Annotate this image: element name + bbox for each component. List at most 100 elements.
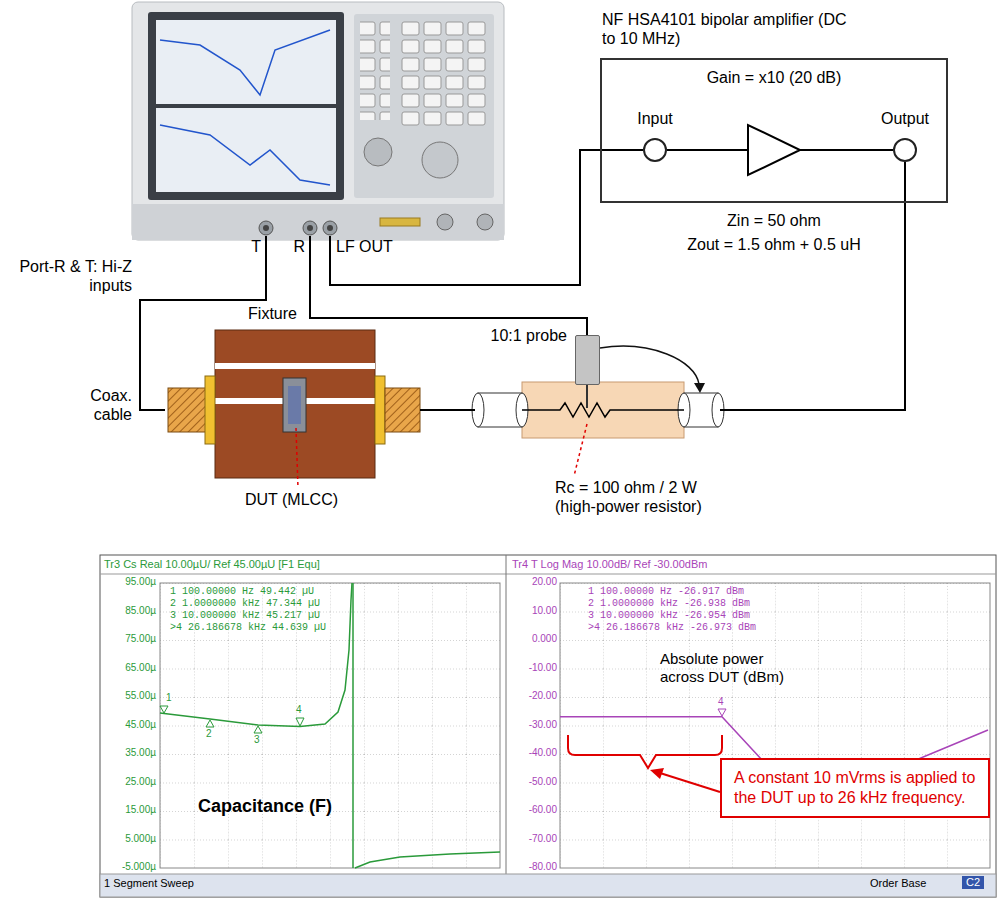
chart-caption: Absolute power across DUT (dBm) <box>660 650 800 686</box>
gain-text: Gain = x10 (20 dB) <box>602 68 946 87</box>
analyzer-screen <box>560 583 990 868</box>
network-analyzer <box>364 138 392 166</box>
network-analyzer <box>380 218 420 226</box>
network-analyzer <box>477 214 493 230</box>
coax-cable <box>420 409 475 411</box>
analyzer-screen <box>355 852 500 868</box>
analyzer-screen <box>352 583 354 868</box>
resistor-fixture-drawing <box>600 346 699 384</box>
test-fixture-drawing <box>215 363 375 369</box>
network-analyzer <box>132 2 504 240</box>
axis-value: -10.00 <box>505 662 557 674</box>
resistor-fixture-drawing <box>694 383 705 393</box>
axis-value: -70.00 <box>505 833 557 845</box>
resistor-fixture-drawing <box>586 385 588 408</box>
network-analyzer <box>303 221 317 235</box>
network-analyzer <box>323 221 337 235</box>
port-label: R <box>293 237 305 256</box>
chart-caption: Capacitance (F) <box>198 795 398 817</box>
status-badge: C2 <box>962 876 984 889</box>
axis-value: -5.000µ <box>100 861 156 873</box>
network-analyzer <box>422 142 458 178</box>
axis-value: 5.000µ <box>100 833 156 845</box>
axis-value: -80.00 <box>505 861 557 873</box>
test-fixture-drawing <box>296 428 298 488</box>
marker-readout: >4 26.186678 kHz -26.973 dBm <box>588 622 808 634</box>
status-text: 1 Segment Sweep <box>104 877 304 890</box>
analyzer-screen <box>660 773 720 792</box>
test-fixture-drawing <box>168 330 420 488</box>
test-fixture-drawing <box>375 376 385 444</box>
test-fixture-drawing <box>283 378 306 432</box>
axis-value: 85.00µ <box>100 605 156 617</box>
port-connector: R <box>302 220 318 236</box>
callout-box: A constant 10 mVrms is applied to the DU… <box>720 758 990 818</box>
resistor-fixture-drawing <box>574 424 587 476</box>
marker-readout: >4 26.186678 kHz 44.639 µU <box>170 622 370 634</box>
axis-value: 20.00 <box>505 576 557 588</box>
probe-body: 10:1 probe <box>575 335 600 385</box>
analyzer-screen <box>160 706 168 713</box>
port-label: LF OUT <box>336 237 393 256</box>
axis-value: -60.00 <box>505 804 557 816</box>
jack-label: Input <box>637 109 673 128</box>
port-label: T <box>251 237 261 256</box>
network-analyzer <box>148 12 344 200</box>
axis-value: 35.00µ <box>100 747 156 759</box>
axis-value: 25.00µ <box>100 776 156 788</box>
amplifier-box: NF HSA4101 bipolar amplifier (DC to 10 M… <box>600 58 948 203</box>
axis-value: 45.00µ <box>100 719 156 731</box>
axis-value: 10.00 <box>505 605 557 617</box>
axis-value: -50.00 <box>505 776 557 788</box>
analyzer-screen <box>100 874 996 897</box>
input-jack: Input <box>643 138 667 162</box>
probe-label: 10:1 probe <box>490 326 567 345</box>
port-note: Port-R & T: Hi-Z inputs <box>12 257 132 295</box>
coax-cable <box>720 162 905 410</box>
port-connector: LF OUT <box>322 220 338 236</box>
axis-value: -30.00 <box>505 719 557 731</box>
fixture-label: Fixture <box>165 304 380 323</box>
network-analyzer <box>354 14 494 198</box>
analyzer-screen <box>506 555 507 874</box>
analyzer-screen <box>100 555 996 897</box>
network-analyzer <box>132 2 504 240</box>
dut-label: DUT (MLCC) <box>245 490 338 509</box>
network-analyzer <box>132 204 504 240</box>
network-analyzer <box>327 225 333 231</box>
spec-text: Zout = 1.5 ohm + 0.5 uH <box>600 235 948 254</box>
network-analyzer <box>400 20 488 128</box>
axis-value: 0.000 <box>505 633 557 645</box>
cable-label: Coax. cable <box>70 386 132 424</box>
resistor-fixture: Rc = 100 ohm / 2 W (high-power resistor) <box>475 385 720 435</box>
test-fixture-drawing <box>288 386 301 424</box>
network-analyzer <box>259 221 273 235</box>
test-fixture-drawing <box>168 388 206 432</box>
marker-readout: 2 1.0000000 kHz -26.938 dBm <box>588 598 808 610</box>
axis-value: 95.00µ <box>100 576 156 588</box>
network-analyzer <box>156 108 336 192</box>
resistor-fixture-drawing <box>478 393 522 427</box>
marker-readout: 3 10.000000 kHz 45.217 µU <box>170 610 370 622</box>
amplifier-symbol <box>667 125 893 175</box>
marker-readout: 2 1.0000000 kHz 47.344 µU <box>170 598 370 610</box>
analyzer-screen <box>206 720 214 727</box>
analyzer-screen <box>160 583 500 868</box>
status-text: Order Base <box>870 877 950 890</box>
network-analyzer <box>156 20 336 104</box>
network-analyzer <box>360 20 390 120</box>
analyzer-screen <box>100 555 996 897</box>
axis-value: -40.00 <box>505 747 557 759</box>
analyzer-screen <box>254 726 262 733</box>
test-fixture-drawing <box>215 330 375 478</box>
axis-value: -20.00 <box>505 690 557 702</box>
amplifier-symbol <box>800 149 893 151</box>
port-connector: T <box>258 220 274 236</box>
marker-readout: 3 10.000000 kHz -26.954 dBm <box>588 610 808 622</box>
coax-cable <box>140 236 266 410</box>
amplifier-symbol <box>748 125 800 175</box>
marker-readout: 1 100.00000 Hz -26.917 dBm <box>588 586 808 598</box>
jack-label: Output <box>881 109 929 128</box>
resistor-fixture-drawing <box>522 382 684 438</box>
